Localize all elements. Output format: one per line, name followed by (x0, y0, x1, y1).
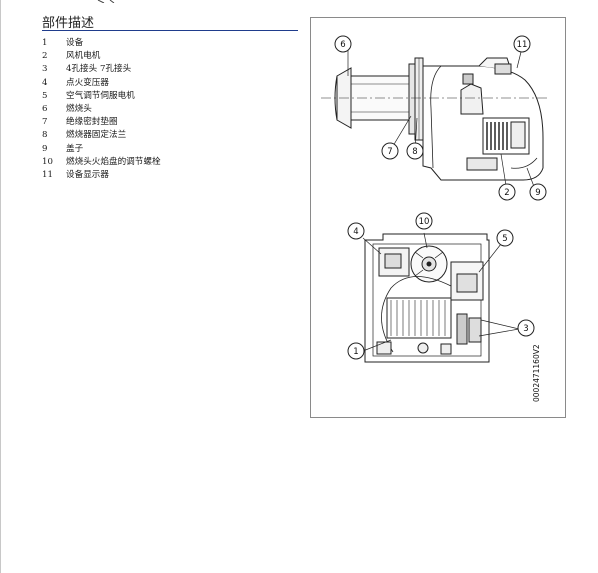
part-number: 6 (42, 103, 48, 114)
part-label: 点火变压器 (66, 77, 109, 88)
callout-markers (334, 35, 547, 360)
callout-6: 6 (340, 40, 345, 50)
part-number: 8 (42, 130, 48, 141)
part-item: 9 盖子 (42, 143, 161, 156)
callout-3: 3 (523, 324, 528, 334)
part-item: 2 风机电机 (42, 50, 161, 63)
section-title: 部件描述 (42, 16, 95, 31)
part-number: 10 (42, 156, 53, 167)
part-label: 4孔接头 7孔接头 (66, 64, 132, 75)
part-label: 设备显示器 (66, 169, 109, 180)
callout-5-circle (496, 229, 514, 247)
callout-6-circle (334, 35, 352, 53)
part-item: 8 燃烧器固定法兰 (42, 129, 161, 142)
part-label: 绝缘密封垫圈 (66, 117, 118, 128)
part-label: 燃烧器固定法兰 (66, 130, 127, 141)
callout-5: 5 (502, 234, 507, 244)
part-label: 盖子 (66, 143, 84, 154)
part-item: 4 点火变压器 (42, 77, 161, 90)
callout-1-circle (347, 342, 365, 360)
part-label: 空气调节伺服电机 (66, 90, 135, 101)
burner-figure: 6 11 7 8 2 9 10 4 5 3 1 (310, 17, 566, 418)
callout-3-circle (517, 319, 535, 337)
callout-8-circle (406, 142, 424, 160)
part-item: 3 4孔接头 7孔接头 (42, 63, 161, 76)
part-item: 10 燃烧头火焰盘的调节螺栓 (42, 156, 161, 169)
part-item: 1 设备 (42, 37, 161, 50)
callout-4-circle (347, 222, 365, 240)
callout-1: 1 (353, 347, 358, 357)
callout-4: 4 (353, 227, 358, 237)
part-label: 燃烧头火焰盘的调节螺栓 (66, 156, 161, 167)
callout-10: 10 (419, 217, 430, 227)
callout-2: 2 (504, 188, 509, 198)
callout-11-circle (513, 35, 531, 53)
callout-7-circle (381, 142, 399, 160)
callout-9-circle (529, 183, 547, 201)
part-number: 5 (42, 90, 48, 101)
part-item: 5 空气调节伺服电机 (42, 90, 161, 103)
part-number: 7 (42, 117, 48, 128)
burner-side-view (321, 57, 549, 181)
part-label: 设备 (66, 38, 84, 48)
part-item: 11 设备显示器 (42, 169, 161, 182)
part-number: 3 (42, 64, 48, 75)
callout-8: 8 (412, 147, 417, 157)
part-item: 6 燃烧头 (42, 103, 161, 116)
part-number: 4 (42, 77, 48, 88)
part-number: 9 (42, 143, 48, 154)
page-edge (0, 0, 1, 573)
part-label: 燃烧头 (66, 103, 92, 114)
part-number: 2 (42, 51, 48, 62)
part-label: 风机电机 (66, 51, 101, 62)
callout-7: 7 (387, 147, 392, 157)
parts-list: 1 设备 2 风机电机 3 4孔接头 7孔接头 4 点火变压器 5 空气调节伺服电机 6 燃… (42, 37, 161, 182)
burner-drawing: 6 11 7 8 2 9 10 4 5 3 1 (321, 35, 549, 363)
part-number: 1 (42, 38, 48, 48)
document-code: 0002471160V2 (532, 344, 541, 402)
top-corner-mark (97, 0, 115, 3)
part-item: 7 绝缘密封垫圈 (42, 116, 161, 129)
callout-9: 9 (535, 188, 540, 198)
callout-2-circle (498, 183, 516, 201)
title-rule (42, 30, 298, 31)
callout-10-circle (415, 212, 433, 230)
callout-11: 11 (517, 40, 528, 50)
burner-front-view (364, 233, 490, 363)
part-number: 11 (42, 169, 53, 180)
